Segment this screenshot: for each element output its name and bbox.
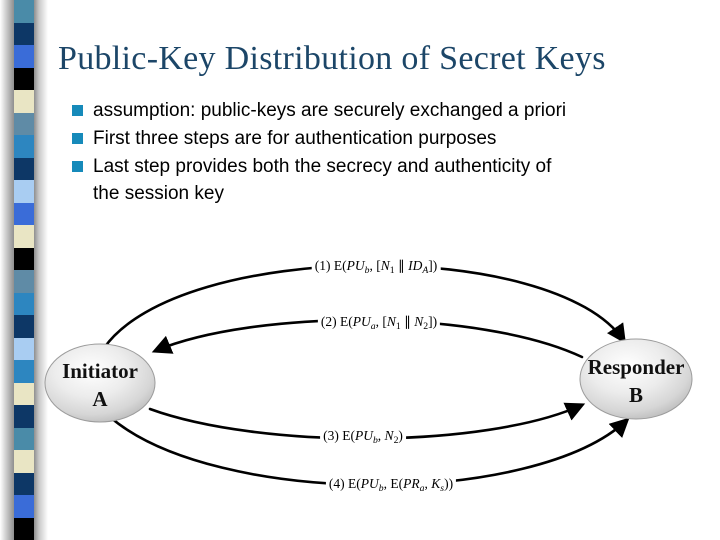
slide-title: Public-Key Distribution of Secret Keys	[58, 40, 606, 77]
strip-square	[14, 450, 34, 473]
message-number: (1)	[314, 258, 331, 273]
strip-square	[14, 180, 34, 203]
message-number: (2)	[320, 314, 337, 329]
strip-square	[14, 67, 34, 90]
responder-node	[579, 338, 693, 420]
initiator-letter: A	[92, 387, 108, 411]
strip-square	[14, 382, 34, 405]
strip-square	[14, 90, 34, 113]
strip-square	[14, 247, 34, 270]
message-formula: E(PUa, [N1 ∥ N2])	[340, 314, 438, 332]
decorative-strip	[14, 0, 34, 540]
message-formula: E(PUb, [N1 ∥ IDA])	[333, 258, 438, 276]
bullet-text: assumption: public-keys are securely exc…	[93, 100, 567, 121]
strip-square	[14, 292, 34, 315]
message-number: (3)	[323, 428, 339, 443]
strip-square	[14, 135, 34, 158]
strip-square	[14, 157, 34, 180]
message-formula: E(PUb, N2)	[342, 428, 403, 446]
bullet-square-icon	[72, 133, 83, 144]
initiator-node	[44, 343, 156, 423]
strip-square	[14, 0, 34, 23]
strip-square	[14, 517, 34, 540]
strip-square	[14, 22, 34, 45]
strip-square	[14, 315, 34, 338]
strip-square	[14, 495, 34, 518]
message-label-3: (3) E(PUb, N2)	[320, 427, 406, 449]
initiator-label: Initiator	[62, 359, 138, 383]
bullet-text: First three steps are for authentication…	[93, 128, 497, 149]
strip-square	[14, 427, 34, 450]
bullet-square-icon	[72, 105, 83, 116]
strip-square	[14, 337, 34, 360]
message-formula: E(PUb, E(PRa, Ks))	[348, 476, 454, 494]
bullet-item: Last step provides both the secrecy and …	[70, 153, 702, 207]
bullet-item: assumption: public-keys are securely exc…	[70, 97, 702, 124]
responder-label: Responder	[588, 355, 685, 379]
bullet-item: First three steps are for authentication…	[70, 125, 702, 152]
message-label-1: (1) E(PUb, [N1 ∥ IDA])	[311, 257, 441, 279]
strip-square	[14, 225, 34, 248]
bullet-text: Last step provides both the secrecy and …	[93, 156, 552, 204]
strip-square	[14, 472, 34, 495]
bullet-list: assumption: public-keys are securely exc…	[70, 97, 702, 208]
strip-square	[14, 45, 34, 68]
strip-square	[14, 202, 34, 225]
strip-square	[14, 405, 34, 428]
message-number: (4)	[328, 476, 345, 491]
strip-square	[14, 112, 34, 135]
message-label-2: (2) E(PUa, [N1 ∥ N2])	[317, 313, 441, 335]
strip-square	[14, 360, 34, 383]
strip-square	[14, 270, 34, 293]
bullet-square-icon	[72, 161, 83, 172]
responder-letter: B	[629, 383, 643, 407]
message-label-4: (4) E(PUb, E(PRa, Ks))	[325, 475, 457, 497]
